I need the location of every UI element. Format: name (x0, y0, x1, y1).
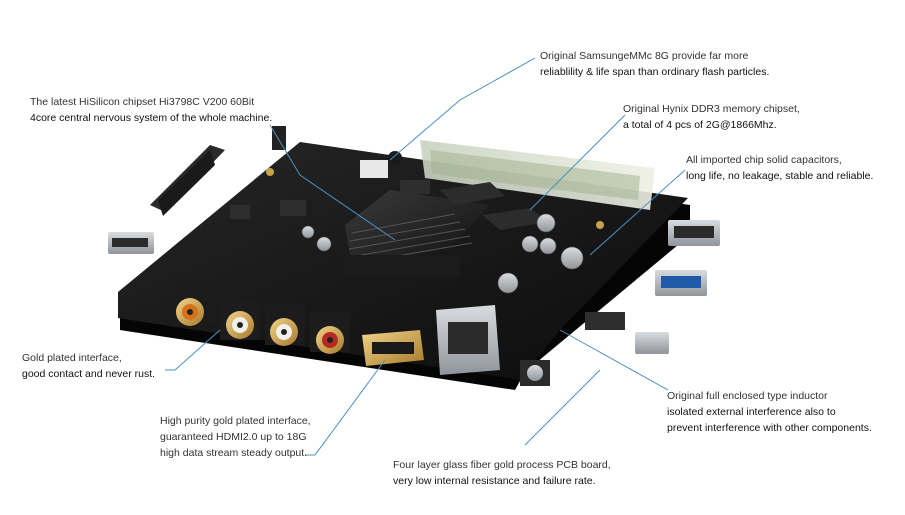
callout-emmc-line2: reliablility & life span than ordinary f… (540, 66, 770, 78)
leader-cpu (269, 124, 396, 241)
callout-emmc-line1: Original SamsungeMMc 8G provide far more (540, 50, 749, 62)
callout-inductor: Original full enclosed type inductor iso… (667, 388, 872, 436)
callout-gold-interface-line1: Gold plated interface, (22, 352, 122, 364)
callout-capacitors: All imported chip solid capacitors, long… (686, 152, 873, 184)
leader-inductor (559, 329, 669, 391)
leader-hdmi (305, 359, 386, 456)
callout-inductor-line3: prevent interference with other componen… (667, 422, 872, 434)
callout-capacitors-line1: All imported chip solid capacitors, (686, 154, 842, 166)
callout-cpu: The latest HiSilicon chipset Hi3798C V20… (30, 94, 272, 126)
callout-hdmi: High purity gold plated interface, guara… (160, 413, 311, 461)
callout-hdmi-line2: guaranteed HDMI2.0 up to 18G (160, 431, 307, 443)
callout-gold-interface-line2: good contact and never rust. (22, 368, 156, 380)
callout-pcb: Four layer glass fiber gold process PCB … (393, 457, 611, 489)
callout-capacitors-line2: long life, no leakage, stable and reliab… (686, 170, 874, 182)
callout-ddr-line2: a total of 4 pcs of 2G@1866Mhz. (623, 119, 777, 131)
callout-pcb-line2: very low internal resistance and failure… (393, 475, 596, 487)
callout-inductor-line1: Original full enclosed type inductor (667, 390, 828, 402)
leader-capacitors (589, 169, 686, 256)
callout-ddr-line1: Original Hynix DDR3 memory chipset, (623, 103, 800, 115)
callout-cpu-line2: 4core central nervous system of the whol… (30, 112, 273, 124)
callout-hdmi-line3: high data stream steady output. (160, 447, 308, 459)
callout-emmc: Original SamsungeMMc 8G provide far more… (540, 48, 769, 80)
callout-pcb-line1: Four layer glass fiber gold process PCB … (393, 459, 611, 471)
callout-cpu-line1: The latest HiSilicon chipset Hi3798C V20… (30, 96, 255, 108)
callout-inductor-line2: isolated external interference also to (667, 406, 836, 418)
callout-hdmi-line1: High purity gold plated interface, (160, 415, 311, 427)
leader-ddr (529, 114, 626, 211)
callout-ddr: Original Hynix DDR3 memory chipset, a to… (623, 101, 800, 133)
leader-emmc (389, 57, 536, 161)
callout-gold-interface: Gold plated interface, good contact and … (22, 350, 155, 382)
leader-gold (165, 329, 221, 371)
leader-pcb (524, 369, 601, 446)
